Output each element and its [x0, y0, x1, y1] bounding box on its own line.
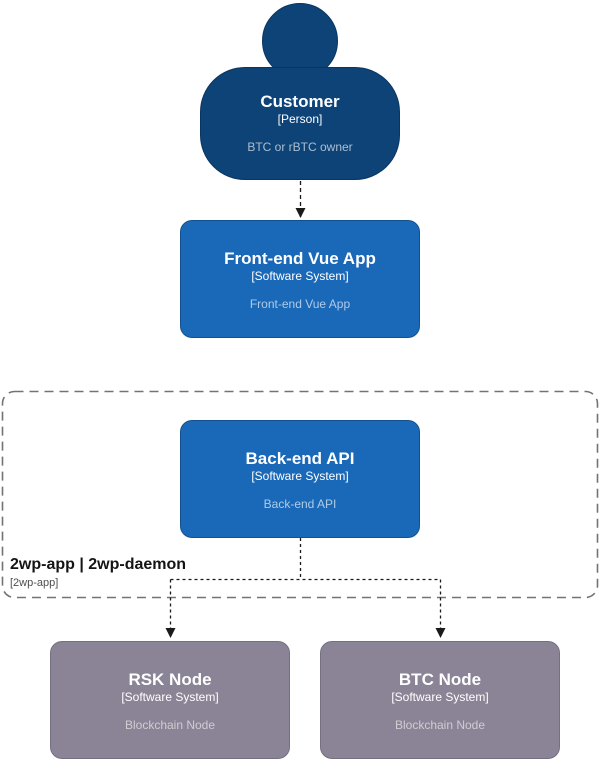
connector-backend-branch	[170, 538, 441, 581]
node-customer-type: [Person]	[277, 112, 323, 126]
node-frontend-type: [Software System]	[251, 269, 349, 283]
node-rsk-node: RSK Node [Software System] Blockchain No…	[50, 641, 290, 759]
node-btc-node: BTC Node [Software System] Blockchain No…	[320, 641, 560, 759]
boundary-2wp-app-label: 2wp-app | 2wp-daemon [2wp-app]	[10, 555, 186, 590]
node-frontend-title: Front-end Vue App	[224, 249, 376, 268]
person-head-icon	[262, 3, 338, 79]
node-backend-description: Back-end API	[263, 497, 337, 511]
node-rsk-title: RSK Node	[128, 670, 212, 689]
node-rsk-type: [Software System]	[121, 690, 219, 704]
node-backend-type: [Software System]	[251, 469, 349, 483]
node-btc-description: Blockchain Node	[394, 718, 486, 732]
node-backend-title: Back-end API	[245, 449, 355, 468]
node-frontend-description: Front-end Vue App	[249, 297, 351, 311]
node-customer-description: BTC or rBTC owner	[247, 140, 353, 154]
boundary-title: 2wp-app | 2wp-daemon	[10, 556, 187, 573]
node-customer: Customer [Person] BTC or rBTC owner	[200, 67, 400, 180]
node-btc-title: BTC Node	[398, 670, 482, 689]
node-backend-api: Back-end API [Software System] Back-end …	[180, 420, 420, 538]
boundary-subtitle: [2wp-app]	[10, 577, 59, 589]
node-btc-type: [Software System]	[391, 690, 489, 704]
boundary-2wp-app-outline	[1, 390, 599, 599]
node-frontend-vue-app: Front-end Vue App [Software System] Fron…	[180, 220, 420, 338]
node-rsk-description: Blockchain Node	[124, 718, 216, 732]
node-customer-title: Customer	[260, 92, 340, 111]
